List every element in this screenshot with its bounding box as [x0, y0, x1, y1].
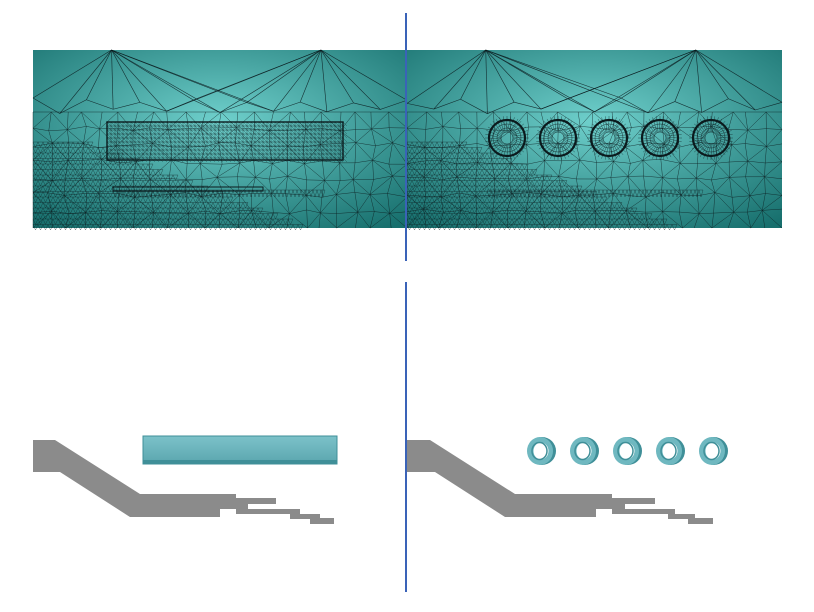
insert-ring [699, 437, 728, 465]
insert-ring [656, 437, 685, 465]
mesh-background [407, 50, 782, 228]
insert-rings [527, 437, 728, 465]
insert-ring [613, 437, 642, 465]
mesh-panel-slab [33, 50, 407, 230]
panel-divider-bottom [405, 282, 407, 592]
insert-ring [570, 437, 599, 465]
geometry-panel-rings [407, 437, 728, 524]
mesh-panel-rings [407, 50, 782, 230]
insert-slab [143, 436, 337, 464]
panel-divider-top [405, 13, 407, 261]
insert-ring [527, 437, 556, 465]
geometry-panel-slab [33, 436, 337, 524]
